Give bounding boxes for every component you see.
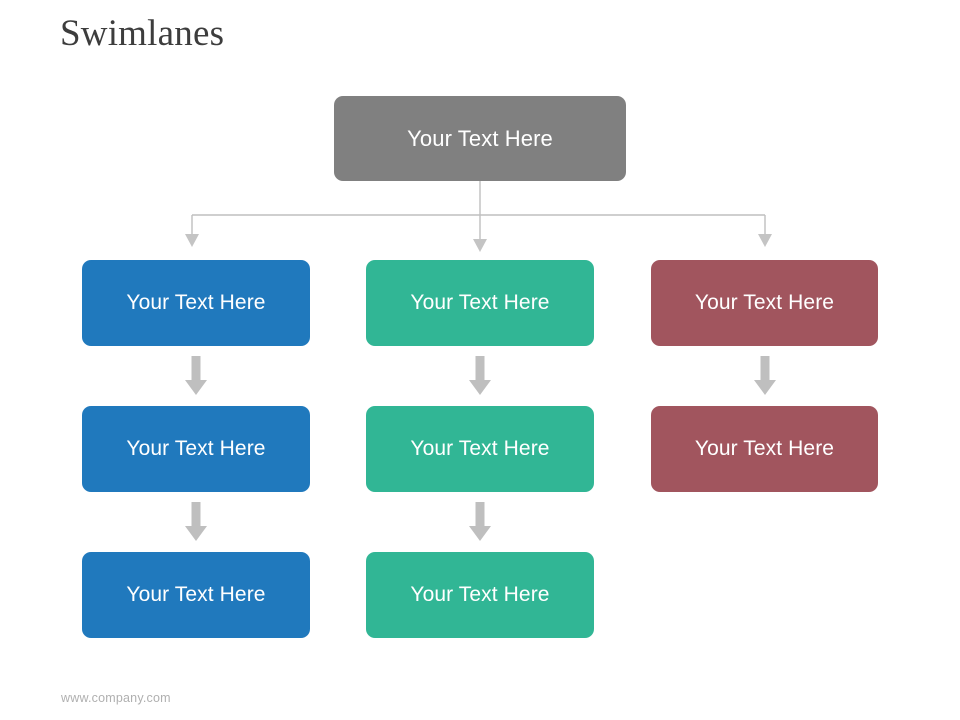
connector-arrowhead-center xyxy=(473,239,487,252)
node-label: Your Text Here xyxy=(694,291,835,314)
connector-arrowhead-left xyxy=(185,234,199,247)
connector-arrowhead-right xyxy=(758,234,772,247)
node-teal-1[interactable]: Your Text Here xyxy=(366,260,594,346)
node-blue-3[interactable]: Your Text Here xyxy=(82,552,310,638)
node-blue-2[interactable]: Your Text Here xyxy=(82,406,310,492)
node-label: Your Text Here xyxy=(126,583,266,606)
page-title: Swimlanes xyxy=(60,13,225,54)
node-teal-3[interactable]: Your Text Here xyxy=(366,552,594,638)
block-arrow-blue-2-icon xyxy=(184,502,208,542)
node-label: Your Text Here xyxy=(410,583,550,606)
node-root[interactable]: Your Text Here xyxy=(334,96,626,181)
block-arrow-teal-1-icon xyxy=(468,356,492,396)
node-blue-1[interactable]: Your Text Here xyxy=(82,260,310,346)
node-label: Your Text Here xyxy=(126,291,266,314)
node-label: Your Text Here xyxy=(126,437,266,460)
footer-url: www.company.com xyxy=(61,691,171,705)
node-teal-2[interactable]: Your Text Here xyxy=(366,406,594,492)
node-root-label: Your Text Here xyxy=(407,125,553,151)
node-red-2[interactable]: Your Text Here xyxy=(651,406,878,492)
node-label: Your Text Here xyxy=(694,437,835,460)
node-label: Your Text Here xyxy=(410,437,550,460)
block-arrow-teal-2-icon xyxy=(468,502,492,542)
node-label: Your Text Here xyxy=(410,291,550,314)
block-arrow-red-1-icon xyxy=(753,356,777,396)
node-red-1[interactable]: Your Text Here xyxy=(651,260,878,346)
block-arrow-blue-1-icon xyxy=(184,356,208,396)
